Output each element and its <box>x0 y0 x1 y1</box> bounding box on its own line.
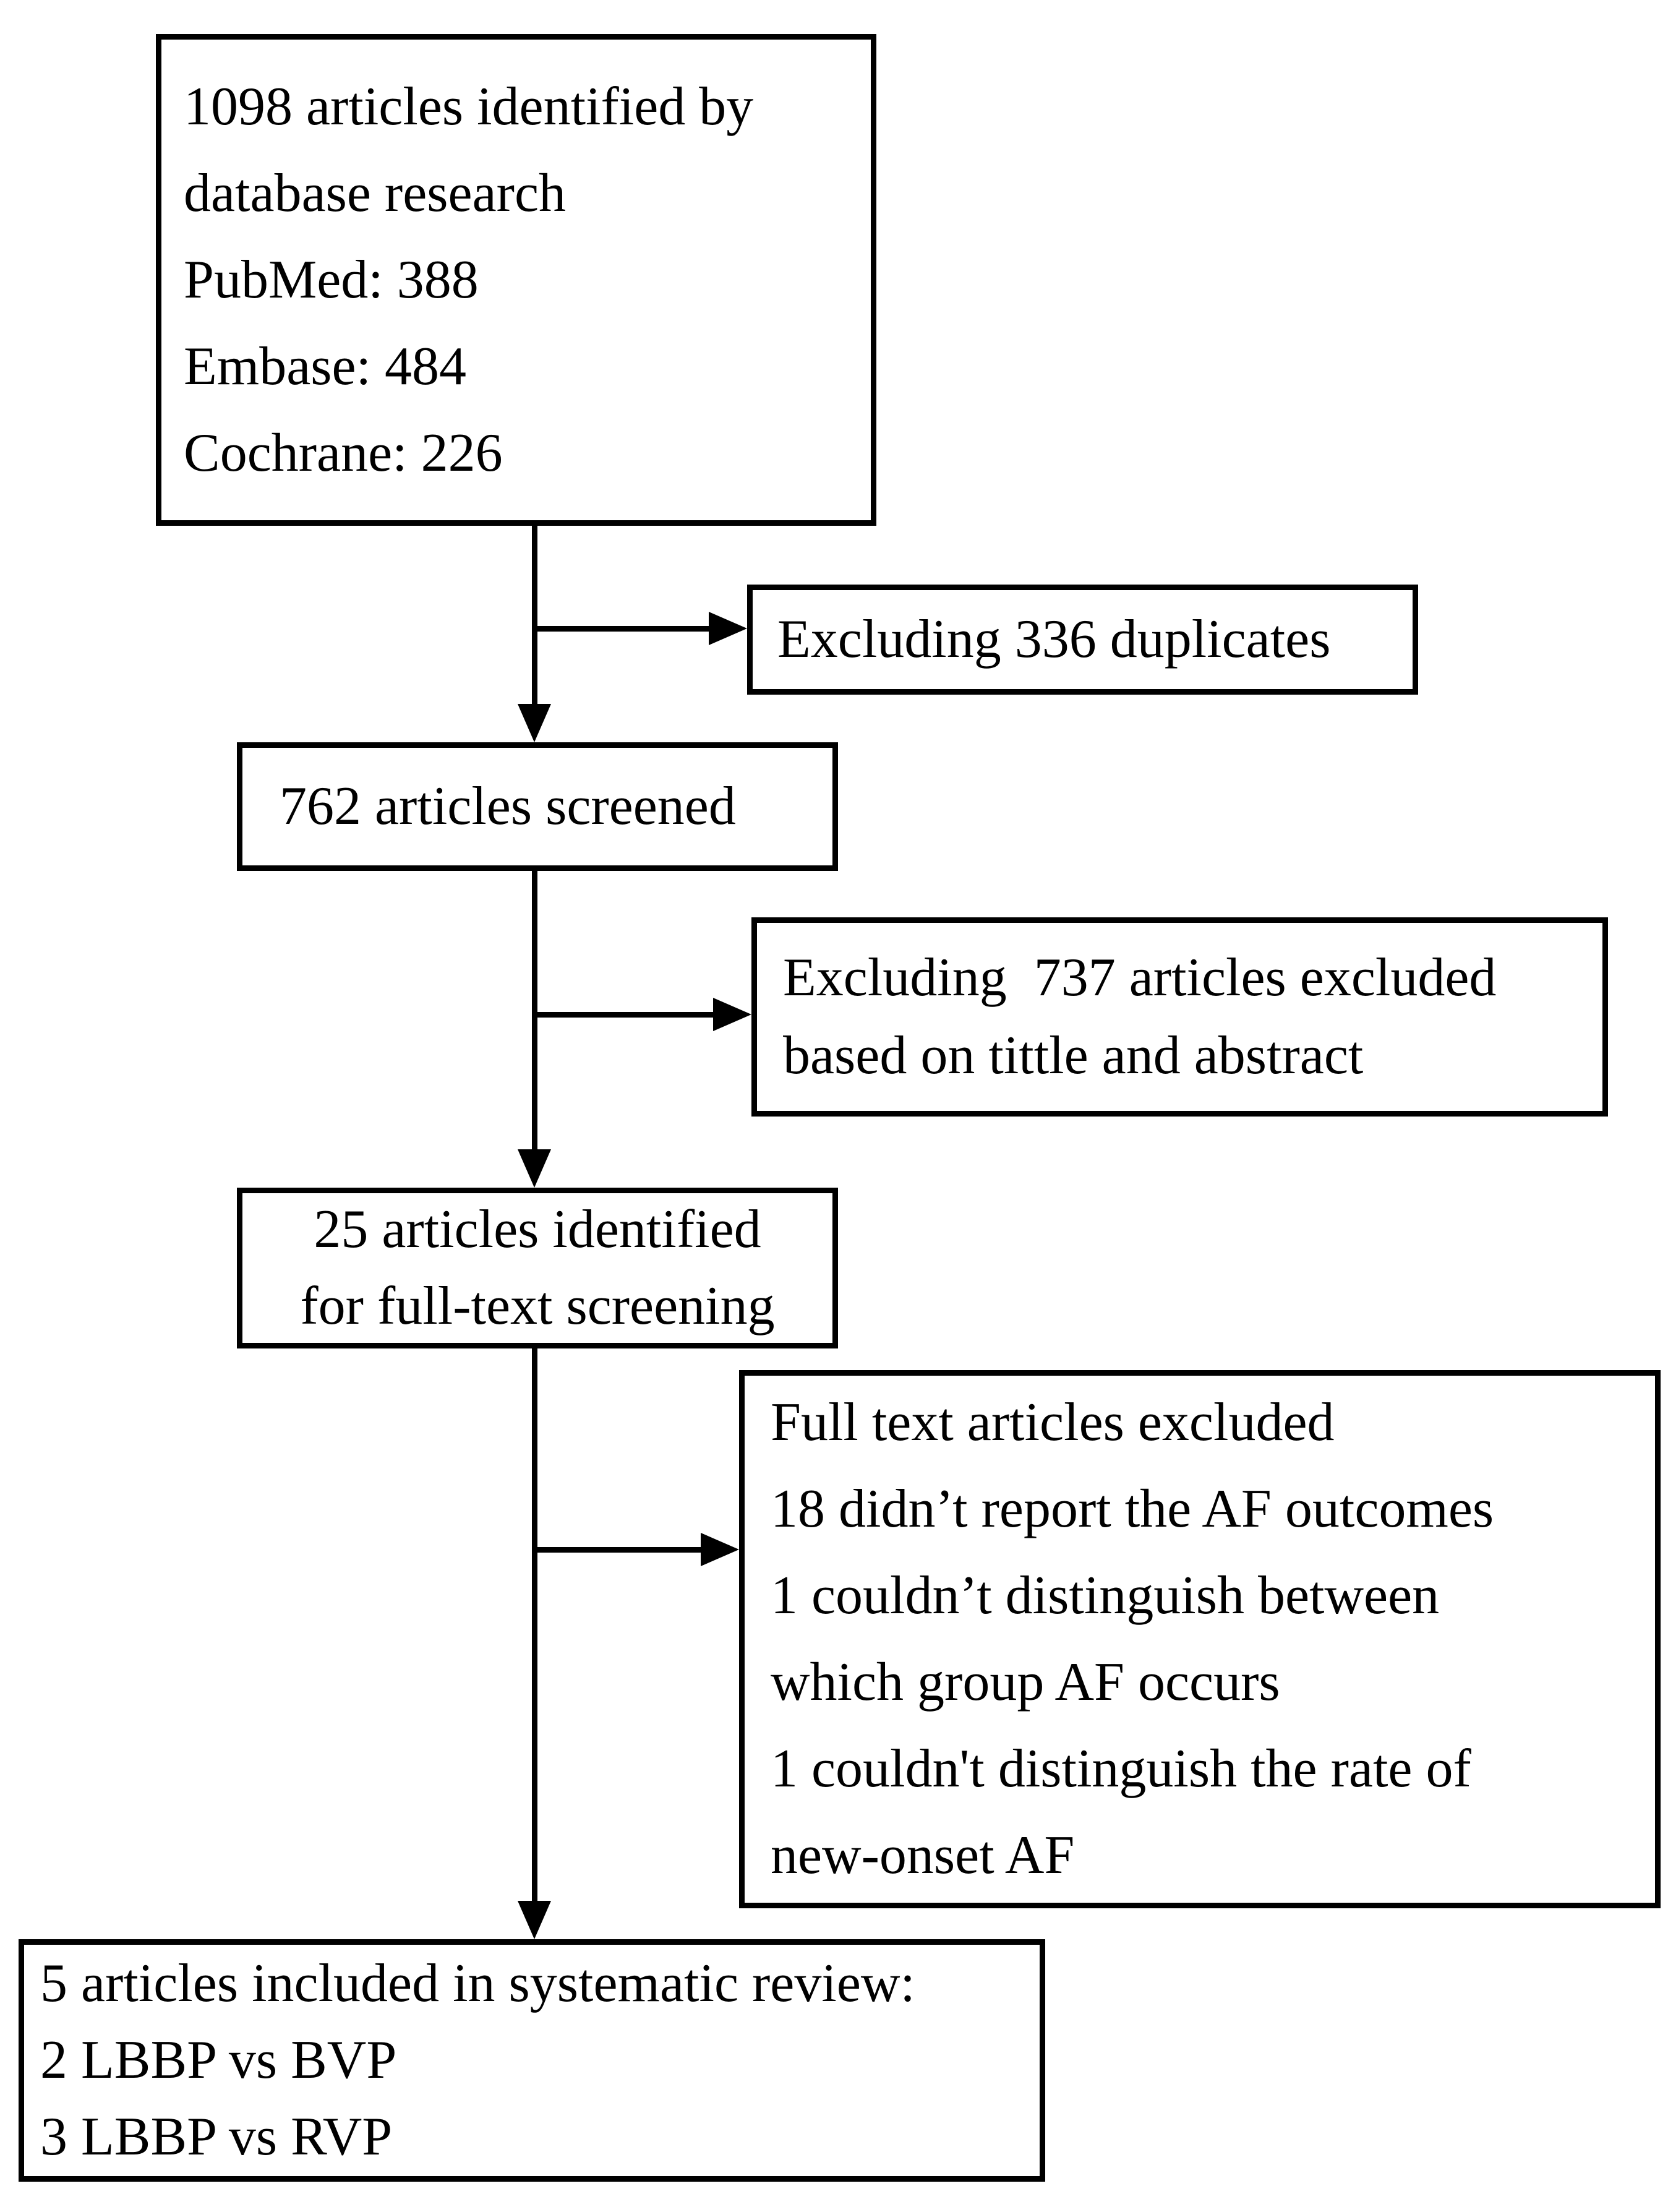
box-identification-line-5: Cochrane: 226 <box>184 422 503 483</box>
arrow-branch-to-duplicates-shaft <box>532 626 712 632</box>
box-included: 5 articles included in systematic review… <box>19 1939 1045 2182</box>
arrow-branch-to-title-abstract-shaft <box>532 1012 717 1018</box>
box-included-line-1: 5 articles included in systematic review… <box>40 1953 915 2013</box>
box-identification-line-3: PubMed: 388 <box>184 249 479 310</box>
box-fulltext-excluded-line-3: 1 couldn’t distinguish between <box>771 1566 1440 1626</box>
box-duplicates-excluded-line-1: Excluding 336 duplicates <box>777 609 1331 669</box>
box-screened: 762 articles screened <box>237 742 838 871</box>
box-title-abstract-excluded-line-2: based on tittle and abstract <box>783 1026 1364 1086</box>
box-identification: 1098 articles identified by database res… <box>156 34 876 526</box>
box-title-abstract-excluded: Excluding 737 articles excluded based on… <box>751 917 1608 1117</box>
box-fulltext-excluded: Full text articles excluded 18 didn’t re… <box>739 1370 1661 1908</box>
arrow-down-icon <box>518 1149 551 1188</box>
arrow-right-icon <box>713 998 751 1031</box>
box-fulltext-excluded-line-6: new-onset AF <box>771 1825 1075 1885</box>
arrow-right-icon <box>701 1533 739 1566</box>
box-fulltext-excluded-line-4: which group AF occurs <box>771 1652 1280 1712</box>
arrow-down-icon <box>518 704 551 742</box>
box-duplicates-excluded: Excluding 336 duplicates <box>747 585 1418 695</box>
box-fulltext-screening-line-2: for full-text screening <box>300 1276 775 1336</box>
box-title-abstract-excluded-line-1: Excluding 737 articles excluded <box>783 948 1497 1008</box>
box-fulltext-excluded-line-2: 18 didn’t report the AF outcomes <box>771 1479 1494 1539</box>
arrow-fulltext-to-included-shaft <box>532 1348 537 1903</box>
box-fulltext-screening: 25 articles identified for full-text scr… <box>237 1188 838 1348</box>
arrow-down-icon <box>518 1901 551 1939</box>
box-included-line-3: 3 LBBP vs RVP <box>40 2107 393 2167</box>
box-identification-line-1: 1098 articles identified by <box>184 76 754 137</box>
arrow-screened-to-fulltext-shaft <box>532 871 537 1152</box>
box-fulltext-screening-line-1: 25 articles identified <box>314 1199 761 1259</box>
arrow-right-icon <box>709 612 747 645</box>
box-fulltext-excluded-line-5: 1 couldn't distinguish the rate of <box>771 1739 1471 1799</box>
box-fulltext-excluded-line-1: Full text articles excluded <box>771 1392 1335 1452</box>
box-identification-line-2: database research <box>184 163 567 223</box>
box-included-line-2: 2 LBBP vs BVP <box>40 2030 397 2090</box>
box-identification-line-4: Embase: 484 <box>184 336 467 397</box>
arrow-branch-to-fulltext-excluded-shaft <box>532 1547 704 1553</box>
arrow-identification-to-screened-shaft <box>532 526 537 706</box>
box-screened-line-1: 762 articles screened <box>280 776 736 836</box>
